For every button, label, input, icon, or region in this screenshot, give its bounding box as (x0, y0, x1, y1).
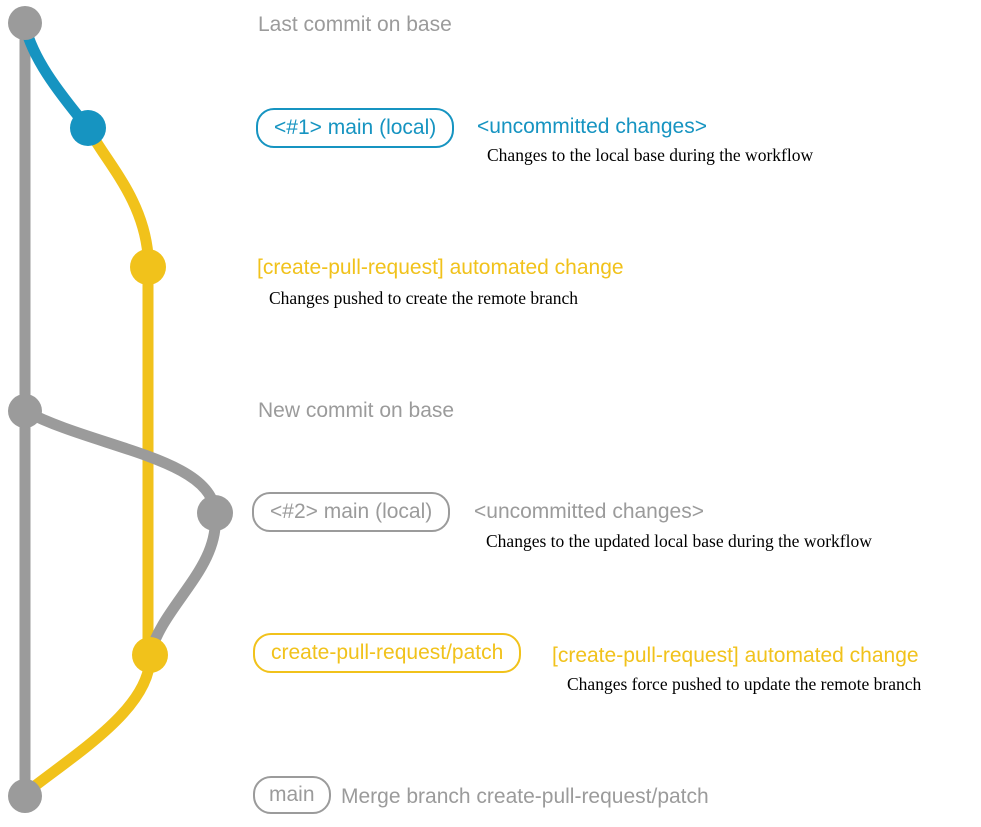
branch-badge-main: main (253, 776, 331, 814)
commit-dot-base-top (8, 6, 42, 40)
uncommitted-changes-title-1: <uncommitted changes> (477, 115, 707, 138)
commit-dot-local-2 (197, 495, 233, 531)
merge-commit-label: Merge branch create-pull-request/patch (341, 785, 709, 808)
base-to-local-edge (19, 405, 221, 519)
new-commit-label: New commit on base (258, 399, 455, 422)
patch-merge-edge (21, 649, 156, 798)
uncommitted-changes-title-2: <uncommitted changes> (474, 500, 704, 523)
automated-change-title-1: [create-pull-request] automated change (257, 256, 624, 279)
local-to-patch-edge (144, 507, 221, 661)
patch-branch-edge (82, 122, 154, 661)
branch-badge-patch: create-pull-request/patch (253, 633, 522, 673)
commit-dot-patch-2 (132, 637, 168, 673)
last-commit-label: Last commit on base (258, 13, 452, 36)
commit-dot-base-new (8, 394, 42, 428)
uncommitted-changes-caption-1: Changes to the local base during the wor… (487, 145, 814, 165)
branch-badge-main-local-2: <#2> main (local) (252, 492, 451, 532)
automated-change-title-2: [create-pull-request] automated change (552, 644, 919, 667)
uncommitted-changes-caption-2: Changes to the updated local base during… (486, 531, 872, 551)
commit-dot-patch-1 (130, 249, 166, 285)
automated-change-caption-2: Changes force pushed to update the remot… (567, 674, 922, 694)
commit-dot-merge (8, 779, 42, 813)
commit-dot-local-1 (70, 110, 106, 146)
automated-change-caption-1: Changes pushed to create the remote bran… (269, 288, 579, 308)
branch-badge-main-local-1: <#1> main (local) (256, 108, 455, 148)
